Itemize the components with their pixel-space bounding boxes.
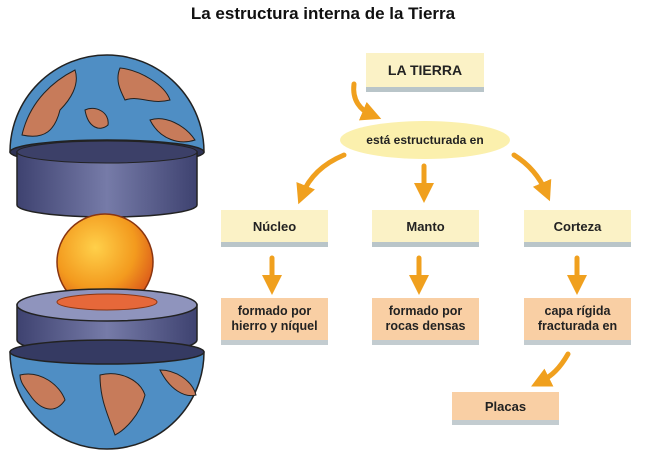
result-node-placas: Placas	[452, 392, 559, 425]
layer-node-manto: Manto	[372, 210, 479, 247]
earth-cutaway-illustration	[9, 54, 205, 450]
layer-label: Manto	[406, 218, 445, 234]
crust-bottom-cap	[9, 339, 205, 450]
layer-label: Núcleo	[252, 218, 297, 234]
result-label: Placas	[484, 398, 527, 414]
desc-line: formado por	[388, 304, 463, 318]
desc-line: capa rígida	[544, 304, 611, 318]
arrow-link-to-corteza	[511, 152, 552, 202]
desc-node-nucleo: formado por hierro y níquel	[221, 298, 328, 345]
link-phrase: está estructurada en	[340, 121, 510, 159]
desc-line: fracturada en	[537, 319, 618, 333]
desc-node-manto: formado por rocas densas	[372, 298, 479, 345]
diagram-title: La estructura interna de la Tierra	[190, 4, 456, 23]
mantle-upper-block	[16, 140, 198, 218]
desc-line: formado por	[237, 304, 312, 318]
arrow-link-to-nucleo	[296, 152, 347, 205]
root-label: LA TIERRA	[387, 62, 463, 78]
layer-label: Corteza	[553, 218, 602, 234]
arrow-desc-to-placas	[531, 351, 571, 387]
layer-node-corteza: Corteza	[524, 210, 631, 247]
desc-node-corteza: capa rígida fracturada en	[524, 298, 631, 345]
desc-line: hierro y níquel	[231, 319, 318, 333]
link-label: está estructurada en	[366, 133, 484, 147]
desc-line: rocas densas	[385, 319, 466, 333]
layer-node-nucleo: Núcleo	[221, 210, 328, 247]
root-node: LA TIERRA	[366, 53, 484, 92]
